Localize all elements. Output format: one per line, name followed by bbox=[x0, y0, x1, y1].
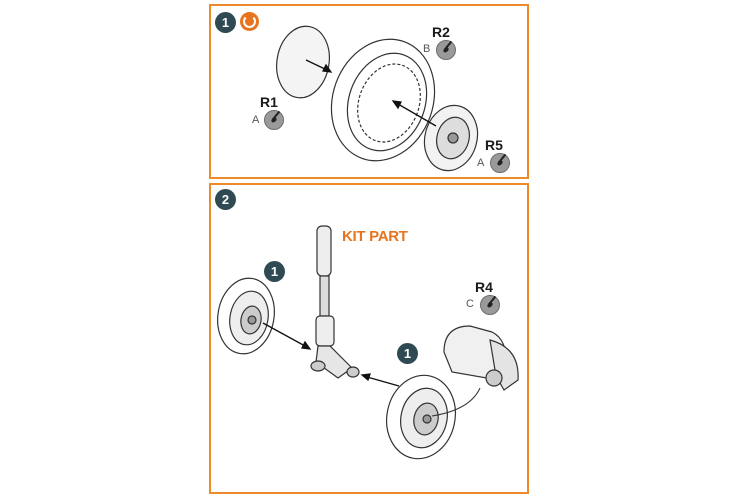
left-wheel-assembly bbox=[217, 277, 275, 355]
wheel-hub-part bbox=[423, 104, 479, 172]
callout-code: R4 bbox=[475, 279, 493, 295]
kit-part-label: KIT PART bbox=[342, 228, 408, 245]
tire-part bbox=[330, 38, 436, 162]
callout-code: R2 bbox=[432, 24, 450, 40]
step-number-badge: 1 bbox=[215, 12, 236, 33]
paint-brush-icon bbox=[436, 40, 456, 60]
callout-variant: A bbox=[252, 114, 260, 126]
paint-brush-icon bbox=[264, 110, 284, 130]
step-1-panel bbox=[209, 4, 529, 179]
sub-step-badge: 1 bbox=[397, 343, 418, 364]
step-number-badge: 2 bbox=[215, 189, 236, 210]
paint-brush-icon bbox=[490, 153, 510, 173]
step-2-panel bbox=[209, 183, 529, 494]
wheel-well-part bbox=[443, 325, 519, 391]
callout-variant: A bbox=[477, 157, 485, 169]
hubcap-part bbox=[276, 25, 330, 99]
brake-line bbox=[431, 387, 481, 417]
callout-variant: B bbox=[423, 43, 431, 55]
callout-variant: C bbox=[466, 298, 474, 310]
callout-code: R1 bbox=[260, 94, 278, 110]
rotate-hint-icon bbox=[240, 12, 259, 31]
landing-gear-strut bbox=[310, 225, 360, 379]
right-wheel-assembly bbox=[386, 374, 456, 460]
paint-brush-icon bbox=[480, 295, 500, 315]
callout-code: R5 bbox=[485, 137, 503, 153]
sub-step-badge: 1 bbox=[264, 261, 285, 282]
